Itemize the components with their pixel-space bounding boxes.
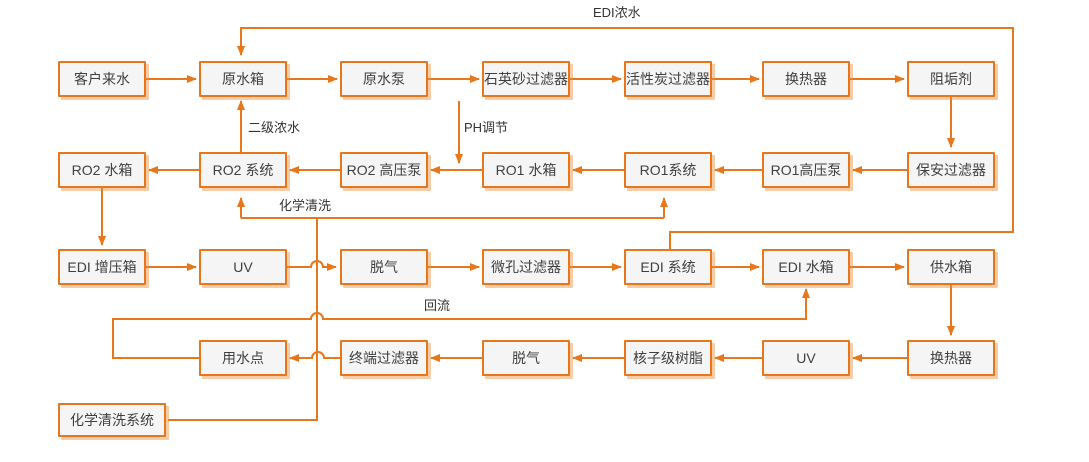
node-ro1-tank: RO1 水箱 — [482, 152, 570, 188]
node-edi-booster-tank: EDI 增压箱 — [58, 249, 146, 285]
node-degasser-2: 脱气 — [482, 340, 570, 376]
node-water-use-point: 用水点 — [199, 340, 287, 376]
node-ro1-hp-pump: RO1高压泵 — [762, 152, 850, 188]
node-supply-tank: 供水箱 — [907, 249, 995, 285]
edge-edi-concentrate-return — [237, 27, 1014, 249]
node-activated-carbon-filter: 活性炭过滤器 — [624, 61, 712, 97]
edge-chemical-clean-feeder — [168, 218, 318, 421]
node-security-filter: 保安过滤器 — [907, 152, 995, 188]
node-degasser-1: 脱气 — [340, 249, 428, 285]
label-secondary-concentrate: 二级浓水 — [248, 120, 301, 135]
label-chemical-clean: 化学清洗 — [279, 198, 332, 213]
node-chemical-cleaning-system: 化学清洗系统 — [58, 403, 166, 437]
node-nuclear-grade-resin: 核子级树脂 — [624, 340, 712, 376]
label-ph-adjust: PH调节 — [464, 120, 509, 135]
node-heat-exchanger-2: 换热器 — [907, 340, 995, 376]
node-ro2-hp-pump: RO2 高压泵 — [340, 152, 428, 188]
node-quartz-sand-filter: 石英砂过滤器 — [482, 61, 570, 97]
node-uv-1: UV — [199, 249, 287, 285]
label-edi-concentrate: EDI浓水 — [593, 5, 641, 20]
node-edi-tank: EDI 水箱 — [762, 249, 850, 285]
node-microporous-filter: 微孔过滤器 — [482, 249, 570, 285]
node-customer-water: 客户来水 — [58, 61, 146, 97]
node-uv-2: UV — [762, 340, 850, 376]
node-edi-system: EDI 系统 — [624, 249, 712, 285]
edge-uv1-to-degasser1 — [287, 260, 337, 271]
node-heat-exchanger-1: 换热器 — [762, 61, 850, 97]
node-ro1-system: RO1系统 — [624, 152, 712, 188]
node-raw-water-tank: 原水箱 — [199, 61, 287, 97]
node-ro2-system: RO2 系统 — [199, 152, 287, 188]
edge-terminalfilter-to-usepoint — [289, 351, 340, 362]
node-ro2-tank: RO2 水箱 — [58, 152, 146, 188]
edge-reflux-return — [112, 288, 810, 359]
node-raw-water-pump: 原水泵 — [340, 61, 428, 97]
node-antiscalant: 阻垢剂 — [907, 61, 995, 97]
node-terminal-filter: 终端过滤器 — [340, 340, 428, 376]
label-reflux: 回流 — [424, 298, 451, 313]
